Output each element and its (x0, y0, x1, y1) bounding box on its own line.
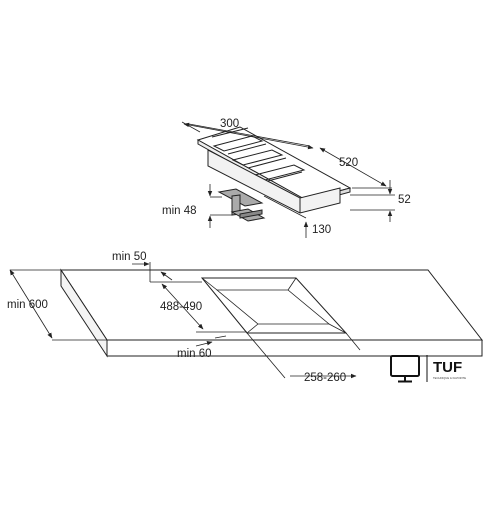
brand-logo: TUF TECHNIQUE & FAVORITE (390, 355, 466, 383)
mounting-bracket (217, 188, 266, 222)
label-cutout-depth: 488-490 (160, 301, 202, 313)
label-min-front: min 60 (177, 348, 212, 360)
countertop (60, 268, 484, 358)
label-counter-depth: min 600 (7, 299, 48, 311)
monitor-icon (390, 355, 420, 383)
label-hob-width: 300 (220, 118, 239, 130)
dim-line-min600 (9, 269, 53, 339)
label-clearance: 130 (312, 224, 331, 236)
dim-line-488-490 (161, 283, 204, 330)
label-min-rear: min 50 (112, 251, 147, 263)
logo-tagline: TECHNIQUE & FAVORITE (433, 376, 466, 380)
dim-line-130 (263, 195, 307, 219)
label-hob-height: 52 (398, 194, 411, 206)
countertop-side (60, 268, 108, 358)
countertop-dimensions (9, 261, 361, 379)
dimension-labels: 300 520 52 min 48 130 min 50 488-490 min… (7, 118, 411, 384)
label-cutout-width: 258-260 (304, 372, 346, 384)
label-hob-depth: 520 (339, 157, 358, 169)
dim-line-min60 (195, 341, 213, 347)
countertop-front (106, 339, 483, 357)
dim-line-300 (183, 122, 314, 150)
logo-brand: TUF (433, 359, 462, 376)
label-min-under: min 48 (162, 205, 197, 217)
dim-line-520 (319, 147, 387, 187)
hob-dimensions (181, 121, 395, 238)
